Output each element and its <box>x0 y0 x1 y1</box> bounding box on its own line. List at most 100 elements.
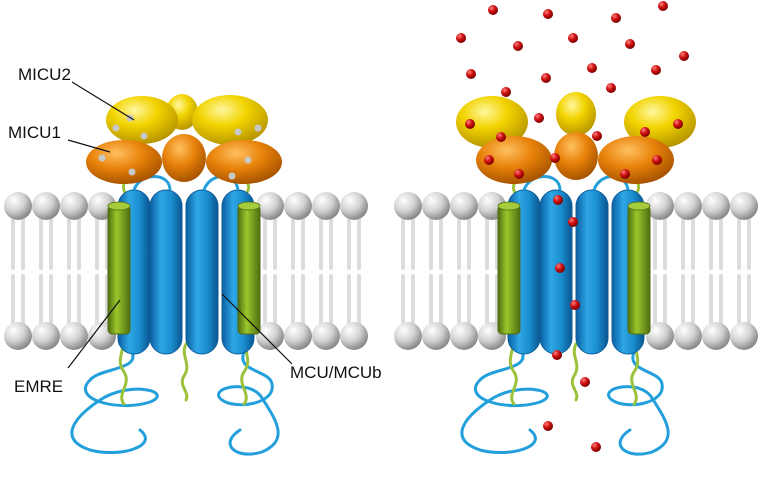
lipid-head <box>422 322 450 350</box>
calcium-ion <box>679 51 689 61</box>
lipid-pair <box>32 192 60 350</box>
closed-channel <box>4 94 368 456</box>
micu1-center <box>162 134 206 182</box>
mcu-loop <box>522 175 562 191</box>
calcium-ions <box>456 1 689 452</box>
linker <box>180 342 189 402</box>
lipid-head <box>256 322 284 350</box>
calcium-ion <box>501 87 511 97</box>
lipid-head <box>256 192 284 220</box>
calcium-ion <box>592 131 602 141</box>
calcium-ion <box>484 155 494 165</box>
lipid-head <box>32 322 60 350</box>
lipid-pair <box>646 192 674 350</box>
calcium-ion <box>673 119 683 129</box>
lipid-pair <box>4 192 32 350</box>
micu2-left <box>106 96 178 144</box>
lipid-head <box>394 192 422 220</box>
lipid-head <box>32 192 60 220</box>
emre-helix <box>107 205 131 335</box>
lipid-head <box>674 192 702 220</box>
calcium-ion <box>553 195 563 205</box>
lipid-head <box>394 322 422 350</box>
disordered-loop <box>607 350 670 456</box>
emre-helix <box>497 205 521 335</box>
calcium-ion <box>543 421 553 431</box>
linker <box>570 342 579 402</box>
mcu-loop <box>132 175 172 191</box>
lipid-head <box>646 322 674 350</box>
micu-gatekeeper <box>86 94 282 184</box>
calcium-ion <box>568 33 578 43</box>
calcium-ion <box>591 442 601 452</box>
lipid-pair <box>88 192 116 350</box>
calcium-ion <box>580 377 590 387</box>
lipid-head <box>702 192 730 220</box>
micu1-right <box>598 136 674 184</box>
calcium-ion <box>568 217 578 227</box>
lipid-pair <box>256 192 284 350</box>
lipid-head <box>312 322 340 350</box>
lipid-bilayer <box>4 192 368 350</box>
calcium-ion <box>496 132 506 142</box>
binding-site <box>98 154 106 162</box>
calcium-ion <box>550 153 560 163</box>
lipid-head <box>702 322 730 350</box>
lipid-head <box>674 322 702 350</box>
disordered-loop <box>217 350 280 456</box>
calcium-ion <box>658 1 668 11</box>
lipid-head <box>284 322 312 350</box>
micu2-left <box>456 96 528 148</box>
emre-helix-top <box>497 201 521 211</box>
lipid-pair <box>284 192 312 350</box>
lipid-pair <box>422 192 450 350</box>
calcium-ion <box>456 33 466 43</box>
calcium-ion <box>514 169 524 179</box>
calcium-ion <box>541 73 551 83</box>
mcu-helix <box>149 189 183 355</box>
lipid-head <box>60 192 88 220</box>
calcium-ion <box>611 13 621 23</box>
emre-helix <box>237 205 261 335</box>
calcium-ion <box>543 9 553 19</box>
calcium-ion <box>620 169 630 179</box>
lipid-head <box>450 322 478 350</box>
calcium-ion <box>555 263 565 273</box>
lipid-head <box>60 322 88 350</box>
micu1-center <box>554 132 598 180</box>
lipid-pair <box>674 192 702 350</box>
calcium-ion <box>651 65 661 75</box>
open-channel <box>394 92 758 456</box>
lipid-head <box>646 192 674 220</box>
binding-site <box>254 124 262 132</box>
micu1-pointer-line <box>67 139 111 153</box>
binding-site <box>234 128 242 136</box>
calcium-ion <box>652 155 662 165</box>
label-callouts: MICU2 MICU1 EMRE MCU/MCUb <box>8 65 382 396</box>
micu1-left <box>476 136 552 184</box>
binding-site <box>244 156 252 164</box>
binding-site <box>140 132 148 140</box>
lipid-pair <box>312 192 340 350</box>
lipid-head <box>4 322 32 350</box>
micu1-right <box>206 140 282 184</box>
binding-site <box>128 168 136 176</box>
micu1-label: MICU1 <box>8 123 61 142</box>
mcu-label: MCU/MCUb <box>290 363 382 382</box>
lipid-pair <box>730 192 758 350</box>
binding-site <box>228 172 236 180</box>
mcu-helix <box>575 189 609 355</box>
lipid-head <box>284 192 312 220</box>
lipid-head <box>340 322 368 350</box>
emre-label: EMRE <box>14 377 63 396</box>
mcu-helix <box>185 189 219 355</box>
micu2-center <box>556 92 596 136</box>
lipid-head <box>340 192 368 220</box>
lipid-head <box>730 192 758 220</box>
mcu-helix <box>539 189 573 355</box>
micu2-right <box>192 95 268 145</box>
lipid-pair <box>60 192 88 350</box>
calcium-ion <box>465 119 475 129</box>
lipid-pair <box>450 192 478 350</box>
